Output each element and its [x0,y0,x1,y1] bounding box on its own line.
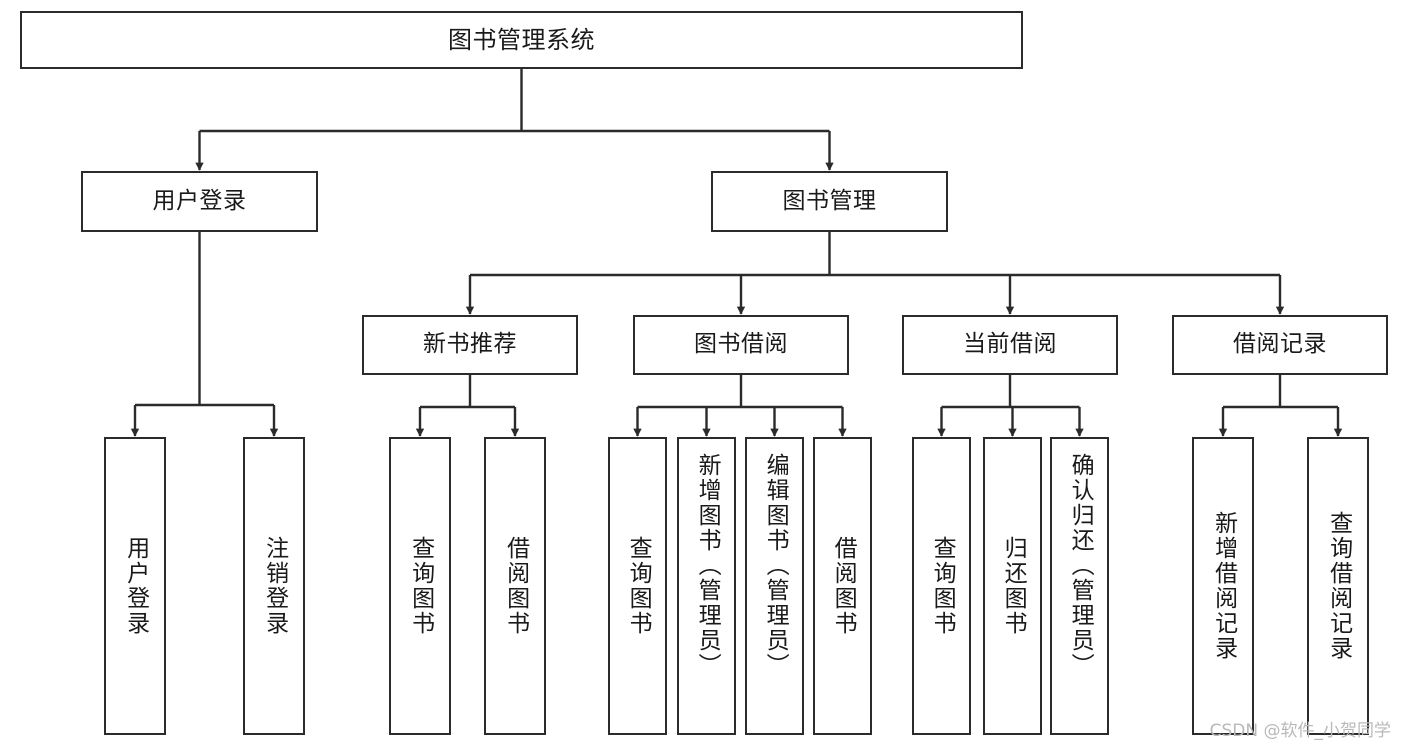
node-leaf-add-book[interactable]: 新增图书（管理员） [677,437,736,735]
node-label: 归还图书 [1000,536,1027,636]
node-label: 编辑图书（管理员） [762,453,789,678]
node-current[interactable]: 当前借阅 [902,315,1118,375]
node-root[interactable]: 图书管理系统 [20,11,1023,69]
node-label: 用户登录 [122,536,149,636]
node-leaf-query-record[interactable]: 查询借阅记录 [1307,437,1369,735]
node-label: 查询图书 [407,536,434,636]
node-label: 新书推荐 [423,331,517,358]
node-leaf-query-book-3[interactable]: 查询图书 [912,437,971,735]
node-leaf-borrow-book-1[interactable]: 借阅图书 [484,437,546,735]
node-login[interactable]: 用户登录 [81,171,318,232]
node-label: 图书管理 [782,187,877,214]
node-label: 确认归还（管理员） [1067,453,1094,678]
node-borrow[interactable]: 图书借阅 [633,315,849,375]
node-label: 借阅图书 [502,536,529,636]
node-label: 新增借阅记录 [1210,511,1237,661]
node-bookmgmt[interactable]: 图书管理 [711,171,948,232]
node-leaf-query-book-2[interactable]: 查询图书 [608,437,667,735]
node-label: 注销登录 [261,536,288,636]
node-label: 查询借阅记录 [1325,511,1352,661]
watermark-label: CSDN @软件_小贺同学 [1209,721,1391,741]
node-newbook[interactable]: 新书推荐 [362,315,578,375]
node-leaf-edit-book[interactable]: 编辑图书（管理员） [745,437,804,735]
node-leaf-user-logout[interactable]: 注销登录 [243,437,305,735]
node-label: 查询图书 [929,536,956,636]
node-label: 借阅图书 [830,536,857,636]
node-label: 当前借阅 [963,331,1057,358]
node-label: 图书管理系统 [448,25,595,54]
node-leaf-borrow-book-2[interactable]: 借阅图书 [813,437,872,735]
node-leaf-user-login[interactable]: 用户登录 [104,437,166,735]
node-label: 新增图书（管理员） [694,453,721,678]
node-label: 图书借阅 [694,331,788,358]
node-label: 用户登录 [152,187,247,214]
node-leaf-confirm-return[interactable]: 确认归还（管理员） [1050,437,1109,735]
node-leaf-add-record[interactable]: 新增借阅记录 [1192,437,1254,735]
node-leaf-return-book[interactable]: 归还图书 [983,437,1042,735]
node-label: 查询图书 [625,536,652,636]
node-records[interactable]: 借阅记录 [1172,315,1388,375]
node-label: 借阅记录 [1233,331,1327,358]
node-leaf-query-book-1[interactable]: 查询图书 [389,437,451,735]
